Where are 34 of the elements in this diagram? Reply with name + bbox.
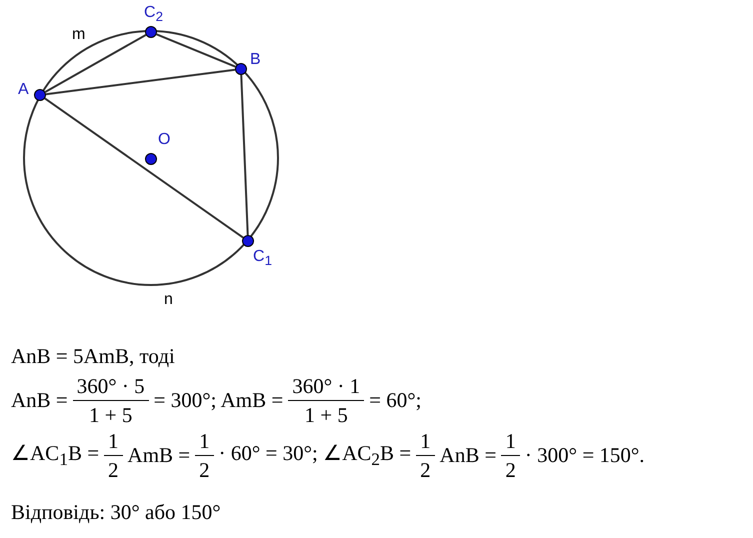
- fraction-denominator: 2: [419, 457, 432, 482]
- arc-label: m: [72, 26, 86, 44]
- fraction-numerator: 1: [104, 429, 123, 456]
- chord-line: [46, 68, 236, 96]
- fraction-denominator: 2: [107, 457, 120, 482]
- arc-label: n: [164, 291, 173, 309]
- formula-text: ∠AC$_{1}$B =: [10, 440, 100, 470]
- formula-text: = 60°;: [368, 388, 422, 413]
- point-label: A: [18, 81, 29, 99]
- formula-text: = 300°; AmB =: [152, 388, 284, 413]
- formula-text: Відповідь: 30° або 150°: [10, 500, 222, 525]
- fraction-numerator: 1: [501, 429, 520, 456]
- chord-line: [240, 74, 249, 236]
- formula-text: · 60° = 30°; ∠AC$_{2}$B =: [218, 440, 412, 470]
- fraction-denominator: 2: [504, 457, 517, 482]
- formula-text: AnB =: [438, 443, 498, 468]
- formula-text: · 300° = 150°.: [524, 443, 646, 468]
- fraction-numerator: 360° · 5: [72, 374, 149, 401]
- chord-line: [44, 34, 146, 93]
- chord-line: [156, 33, 236, 68]
- point-label: B: [250, 51, 261, 69]
- fraction-numerator: 1: [416, 429, 435, 456]
- fraction-denominator: 1 + 5: [303, 402, 349, 427]
- fraction-numerator: 360° · 1: [288, 374, 364, 401]
- chord-line: [44, 98, 244, 238]
- fraction-numerator: 1: [195, 429, 214, 456]
- formula-text: AnB = 5AmB, тоді: [10, 344, 176, 369]
- formula-text: AmB =: [126, 443, 192, 468]
- point-label: C$_{2}$: [144, 4, 163, 26]
- fraction-denominator: 1 + 5: [88, 402, 134, 427]
- point-label: C$_{1}$: [253, 248, 272, 270]
- fraction-denominator: 2: [198, 457, 211, 482]
- point-label: O: [158, 131, 170, 149]
- formula-text: AnB =: [10, 388, 69, 413]
